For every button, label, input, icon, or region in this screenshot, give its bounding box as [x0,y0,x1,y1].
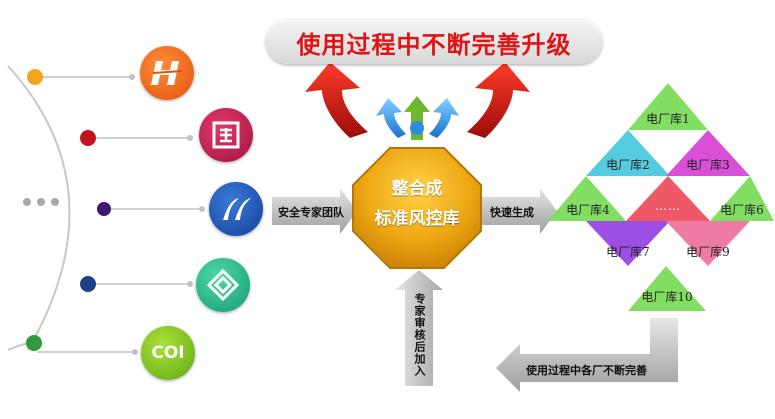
dot-blue [80,276,96,292]
dot-orange [27,69,43,85]
continuous-improve-label: 使用过程中各厂不断完善 [526,364,647,377]
lib-label-9: 电厂库9 [686,245,730,259]
blue-arrow-left [376,98,406,138]
lib-label-more: …… [655,199,681,213]
ju-logo-icon [212,121,240,149]
double-slash-logo-icon [223,198,251,220]
tri-lib-9 [666,221,750,266]
center-line-1: 整合成 [391,179,443,199]
tri-lib-center [626,176,710,221]
center-line-2: 标准风控库 [374,209,460,229]
standard-library-text: 整合成 标准风控库 [355,174,479,234]
lib-label-10: 电厂库10 [641,290,693,304]
title-banner: 使用过程中不断完善升级 [266,20,602,64]
expert-review-label: 专家审核后加入 [413,293,426,377]
coi-logo: COI [141,326,195,380]
lib-label-2: 电厂库2 [606,158,650,172]
quick-generate-arrow [482,188,557,234]
tri-lib-10 [628,266,706,311]
blue-arrow-right [429,98,459,138]
diamond-logo-icon [207,269,239,301]
dot-red [80,130,96,146]
expert-review-arrow [395,270,443,386]
tri-lib-7 [586,221,670,266]
tri-lib-3 [666,130,750,176]
lib-label-7: 电厂库7 [606,245,650,259]
expert-team-arrow [272,188,357,234]
h-logo-icon [151,61,183,85]
standard-library-octagon [352,147,482,269]
quick-generate-label: 快速生成 [490,206,534,219]
coi-logo-text: COI [151,343,185,363]
continuous-improve-arrow [496,318,678,392]
title-text: 使用过程中不断完善升级 [296,30,572,59]
red-arrow-right [467,62,530,138]
left-arc [7,65,71,351]
double-slash-logo [209,182,263,236]
lib-label-4: 电厂库4 [566,203,610,217]
green-arrow-center [404,96,430,140]
lib-label-6: 电厂库6 [720,203,764,217]
expert-team-label: 安全专家团队 [278,206,344,219]
ju-logo [199,108,253,162]
tri-lib-1 [628,83,708,130]
library-pyramid [548,83,774,311]
dot-green [26,335,42,351]
diamond-logo [196,258,250,312]
more-dots-icon [23,198,59,206]
dot-purple [97,202,111,216]
red-arrow-left [305,62,368,138]
tri-lib-4 [548,176,626,221]
lib-label-1: 电厂库1 [646,112,690,126]
tri-lib-2 [586,130,670,176]
h-logo [140,46,194,100]
lib-label-3: 电厂库3 [686,158,730,172]
tri-lib-6 [710,176,774,221]
